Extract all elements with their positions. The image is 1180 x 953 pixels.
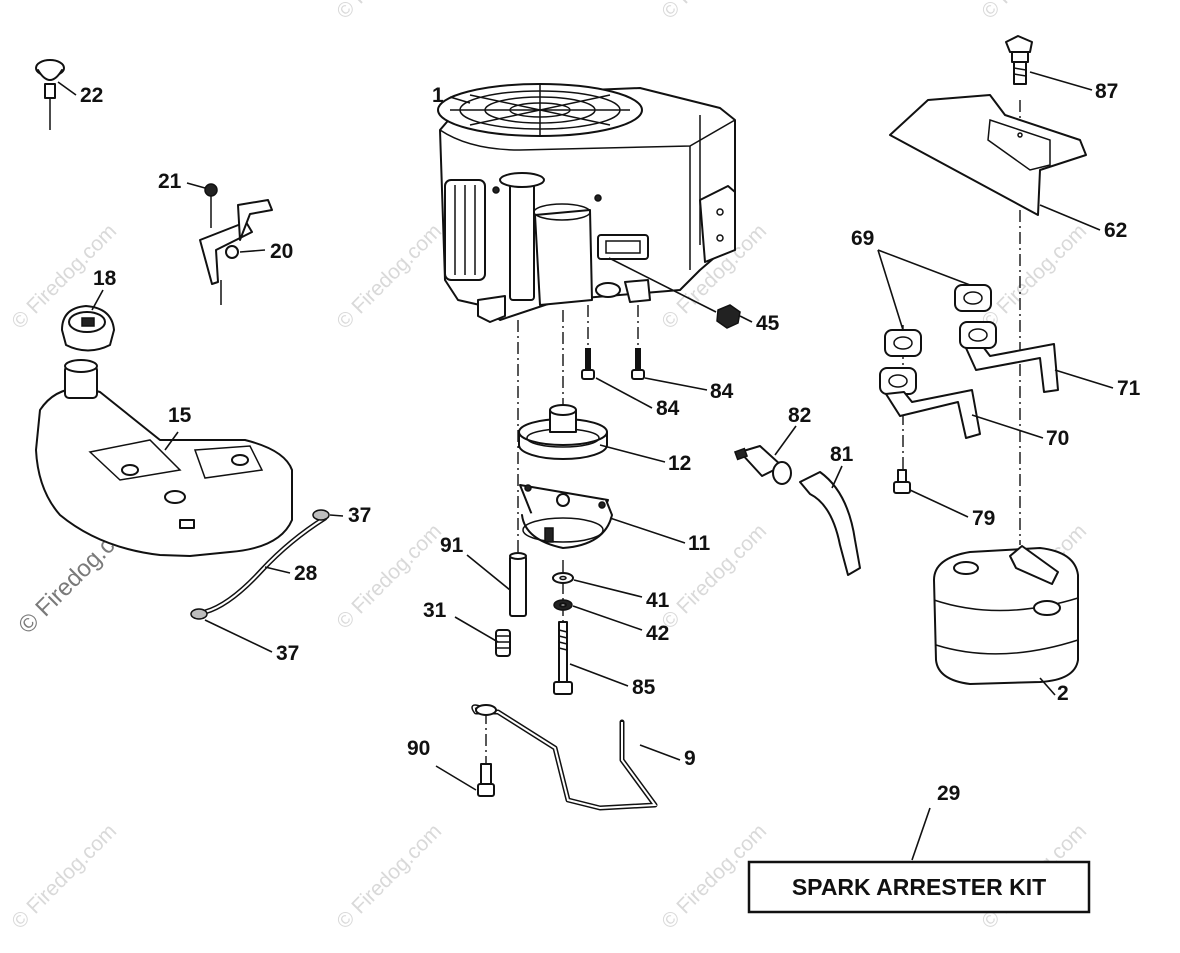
spacer-91 bbox=[509, 552, 527, 617]
label-part-37b: 37 bbox=[276, 642, 299, 665]
label-part-29: 29 bbox=[937, 782, 960, 805]
clutch-11 bbox=[519, 484, 613, 549]
bolt-84b bbox=[631, 348, 645, 380]
leader-lines bbox=[57, 71, 1114, 861]
label-part-84a: 84 bbox=[656, 397, 680, 420]
muffler-2 bbox=[933, 545, 1079, 685]
bolt-90 bbox=[477, 763, 495, 797]
pulley-12 bbox=[518, 404, 608, 460]
shield-62 bbox=[889, 94, 1087, 216]
label-part-41: 41 bbox=[646, 589, 670, 612]
label-part-91: 91 bbox=[440, 534, 464, 557]
hose-81 bbox=[799, 471, 861, 576]
fuel-tank-15 bbox=[35, 359, 293, 557]
nut-45 bbox=[716, 304, 741, 329]
watermark: © Firedog.com bbox=[332, 220, 446, 334]
pipe-71 bbox=[959, 321, 1059, 393]
bolt-79 bbox=[893, 469, 911, 494]
label-part-45: 45 bbox=[756, 312, 780, 335]
kit-box: SPARK ARRESTER KIT bbox=[747, 860, 1091, 914]
pipe-70 bbox=[879, 367, 981, 439]
label-part-42: 42 bbox=[646, 622, 669, 645]
label-part-87: 87 bbox=[1095, 80, 1118, 103]
label-part-31: 31 bbox=[423, 599, 447, 622]
label-part-18: 18 bbox=[93, 267, 117, 290]
watermark: © Firedog.com bbox=[332, 820, 446, 934]
label-part-84b: 84 bbox=[710, 380, 734, 403]
washer-41 bbox=[552, 572, 574, 584]
watermark: © Firedog.com bbox=[7, 820, 121, 934]
label-part-9: 9 bbox=[684, 747, 696, 770]
gasket-69a bbox=[884, 329, 922, 357]
label-part-81: 81 bbox=[830, 443, 854, 466]
label-part-2: 2 bbox=[1057, 682, 1069, 705]
knob-22 bbox=[35, 59, 65, 130]
washer-42 bbox=[553, 599, 573, 611]
kit-box-border bbox=[747, 860, 1091, 914]
watermark: © Firedog.com bbox=[657, 0, 771, 24]
label-part-37a: 37 bbox=[348, 504, 371, 527]
label-part-1: 1 bbox=[432, 84, 444, 107]
label-part-28: 28 bbox=[294, 562, 318, 585]
label-part-11: 11 bbox=[688, 532, 711, 555]
label-part-12: 12 bbox=[668, 452, 691, 475]
label-part-82: 82 bbox=[788, 404, 811, 427]
fuel-cap-18 bbox=[61, 305, 115, 352]
watermark: © Firedog.com bbox=[657, 520, 771, 634]
spring-31 bbox=[495, 629, 511, 657]
kit-label: SPARK ARRESTER KIT bbox=[792, 874, 1046, 900]
fuel-line-28 bbox=[190, 509, 330, 620]
rod-9 bbox=[471, 704, 658, 811]
watermark: © Firedog.com bbox=[977, 0, 1091, 24]
throttle-bracket-20 bbox=[199, 183, 273, 305]
gasket-69b bbox=[954, 284, 992, 312]
label-part-62: 62 bbox=[1104, 219, 1127, 242]
label-part-85: 85 bbox=[632, 676, 656, 699]
label-part-71: 71 bbox=[1117, 377, 1141, 400]
engine-1 bbox=[437, 83, 736, 323]
watermark: © Firedog.com bbox=[332, 0, 446, 24]
label-part-79: 79 bbox=[972, 507, 995, 530]
bolt-85 bbox=[553, 621, 573, 695]
label-part-20: 20 bbox=[270, 240, 293, 263]
label-part-70: 70 bbox=[1046, 427, 1069, 450]
part-labels: 1 2 9 11 12 15 18 20 21 22 28 29 31 37 3… bbox=[80, 80, 1141, 805]
fitting-82 bbox=[733, 445, 792, 485]
watermark: © Firedog.com bbox=[977, 220, 1091, 334]
bolt-84a bbox=[581, 348, 595, 380]
label-part-90: 90 bbox=[407, 737, 430, 760]
label-part-69: 69 bbox=[851, 227, 874, 250]
label-part-21: 21 bbox=[158, 170, 182, 193]
bolt-87 bbox=[1005, 35, 1033, 85]
label-part-22: 22 bbox=[80, 84, 103, 107]
label-part-15: 15 bbox=[168, 404, 192, 427]
